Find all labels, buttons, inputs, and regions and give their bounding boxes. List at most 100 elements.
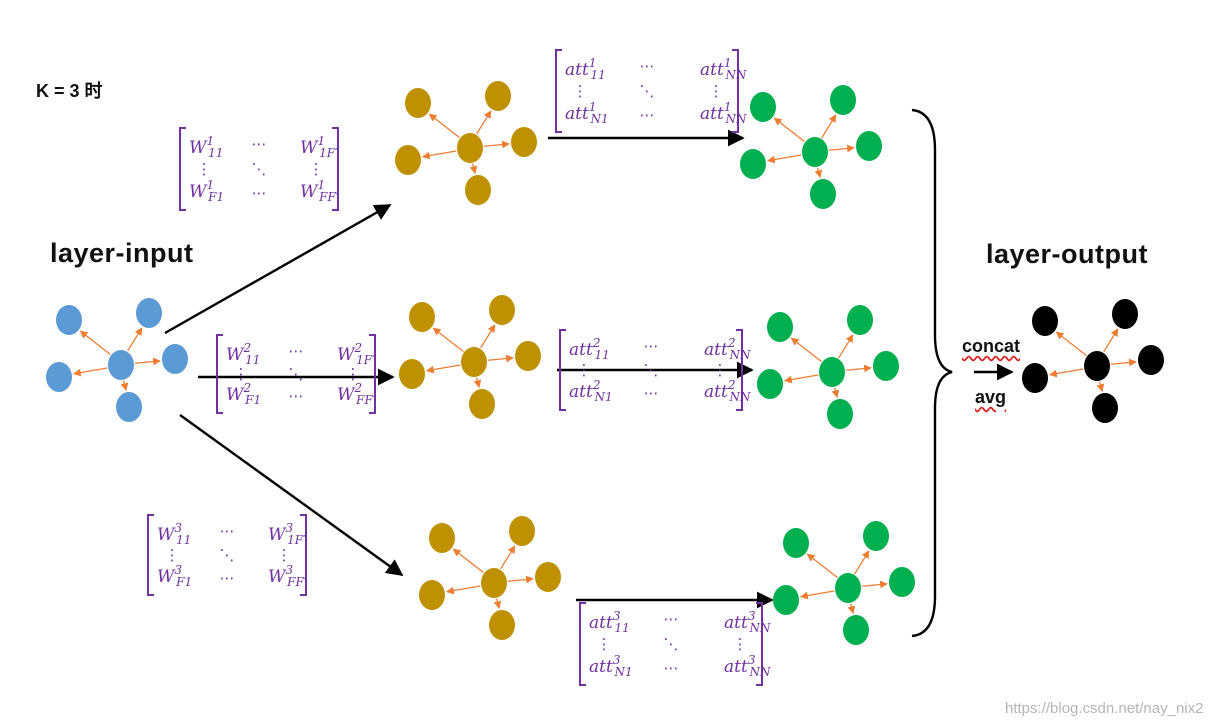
head2-transformed-graph-node — [515, 341, 541, 371]
head2-transformed-graph-node — [399, 359, 425, 389]
input-graph-edge — [72, 367, 108, 377]
arrow-to-head3 — [179, 414, 404, 576]
head2-attention-graph-node — [767, 312, 793, 342]
head3-transformed-graph-node — [419, 580, 445, 610]
head2-attention-graph-edge — [845, 364, 872, 373]
layer-output-title: layer-output — [986, 239, 1149, 269]
graphs — [46, 81, 1164, 645]
input-graph-node — [46, 362, 72, 392]
output-graph — [1022, 299, 1164, 423]
w-matrix-head1-vdots-right: ⋮ — [309, 160, 324, 178]
concat-label: concat — [962, 336, 1021, 356]
head2-attention-graph-edge — [783, 374, 819, 384]
input-graph-edge — [127, 327, 143, 352]
brace — [911, 108, 953, 638]
head1-attention-graph — [740, 85, 882, 209]
w-matrix-head2-vdots-left: ⋮ — [234, 365, 249, 383]
output-graph-edge — [1048, 368, 1084, 378]
w-matrix-head2-ddots: ⋱ — [289, 365, 304, 383]
head3-transformed-graph — [419, 516, 561, 640]
w-matrix-head2-right-bracket — [369, 334, 376, 414]
head2-transformed-graph-edge — [425, 364, 461, 374]
w-matrix-head1-left-bracket — [179, 127, 186, 211]
att-matrix-head3-ddots: ⋱ — [664, 635, 679, 653]
head3-transformed-graph-edge — [500, 545, 516, 570]
head1-attention-graph-edge — [766, 154, 802, 164]
head3-transformed-graph-edge — [493, 598, 502, 610]
att-matrix-head1-vdots-right: ⋮ — [709, 82, 724, 100]
head3-transformed-graph-node — [535, 562, 561, 592]
head1-attention-graph-edge — [814, 167, 823, 179]
head1-transformed-graph-center-node — [457, 133, 483, 163]
w-matrix-head3-right-bracket — [300, 514, 307, 596]
output-graph-node — [1022, 363, 1048, 393]
layer-input-title: layer-input — [50, 238, 194, 268]
att-matrix-head1-hdots-top: ⋯ — [640, 57, 655, 75]
head2-transformed-graph-node — [469, 389, 495, 419]
input-graph-edge — [134, 357, 161, 366]
head1-transformed-graph-edge — [476, 110, 492, 135]
w-matrix-head3-vdots-left: ⋮ — [165, 546, 180, 564]
att-matrix-head3-hdots-top: ⋯ — [664, 610, 679, 628]
att-matrix-head2-hdots-bottom: ⋯ — [644, 384, 659, 402]
head3-attention-graph-node — [863, 521, 889, 551]
att-matrix-head3-vdots-left: ⋮ — [597, 635, 612, 653]
w-matrix-head3-vdots-right: ⋮ — [277, 546, 292, 564]
head1-transformed-graph-edge — [421, 150, 457, 160]
w-matrix-head1-hdots-bottom: ⋯ — [252, 184, 267, 202]
head3-attention-graph-edge — [799, 590, 835, 600]
head1-attention-graph-edge — [828, 144, 855, 153]
head2-attention-graph-edge — [831, 387, 840, 399]
head1-attention-graph-edge — [773, 117, 805, 143]
avg-label: avg — [975, 387, 1007, 407]
input-graph-edge — [120, 380, 129, 392]
w-matrix-head3-hdots-top: ⋯ — [220, 522, 235, 540]
input-graph-center-node — [108, 350, 134, 380]
output-graph-edge — [1110, 358, 1137, 367]
head3-transformed-graph-edge — [507, 575, 534, 584]
att-matrix-head2-ddots: ⋱ — [644, 361, 659, 379]
head3-attention-graph — [773, 521, 915, 645]
head1-transformed-graph-node — [511, 127, 537, 157]
input-graph-node — [136, 298, 162, 328]
head3-transformed-graph-node — [429, 523, 455, 553]
w-matrix-head2-hdots-top: ⋯ — [289, 342, 304, 360]
head2-attention-graph-edge — [790, 337, 822, 363]
head1-attention-graph-node — [830, 85, 856, 115]
right-curly-brace — [911, 108, 953, 638]
w-matrix-head1-ddots: ⋱ — [252, 160, 267, 178]
w-matrix-head1-hdots-top: ⋯ — [252, 135, 267, 153]
att-matrix-head2-hdots-top: ⋯ — [644, 337, 659, 355]
w-matrix-head2-hdots-bottom: ⋯ — [289, 387, 304, 405]
head2-transformed-graph — [399, 295, 541, 419]
att-matrix-head1-hdots-bottom: ⋯ — [640, 106, 655, 124]
head2-transformed-graph-center-node — [461, 347, 487, 377]
att-matrix-head2-vdots-left: ⋮ — [577, 361, 592, 379]
head1-transformed-graph-edge — [483, 140, 510, 149]
output-graph-edge — [1103, 328, 1119, 353]
head2-attention-graph — [757, 305, 899, 429]
head3-transformed-graph-center-node — [481, 568, 507, 598]
main-arrows — [164, 129, 1014, 609]
head1-attention-graph-node — [750, 92, 776, 122]
head1-attention-graph-node — [856, 131, 882, 161]
head1-transformed-graph-edge — [469, 163, 478, 175]
head2-transformed-graph-edge — [480, 324, 496, 349]
output-graph-node — [1138, 345, 1164, 375]
head2-attention-graph-node — [827, 399, 853, 429]
head1-attention-graph-node — [740, 149, 766, 179]
